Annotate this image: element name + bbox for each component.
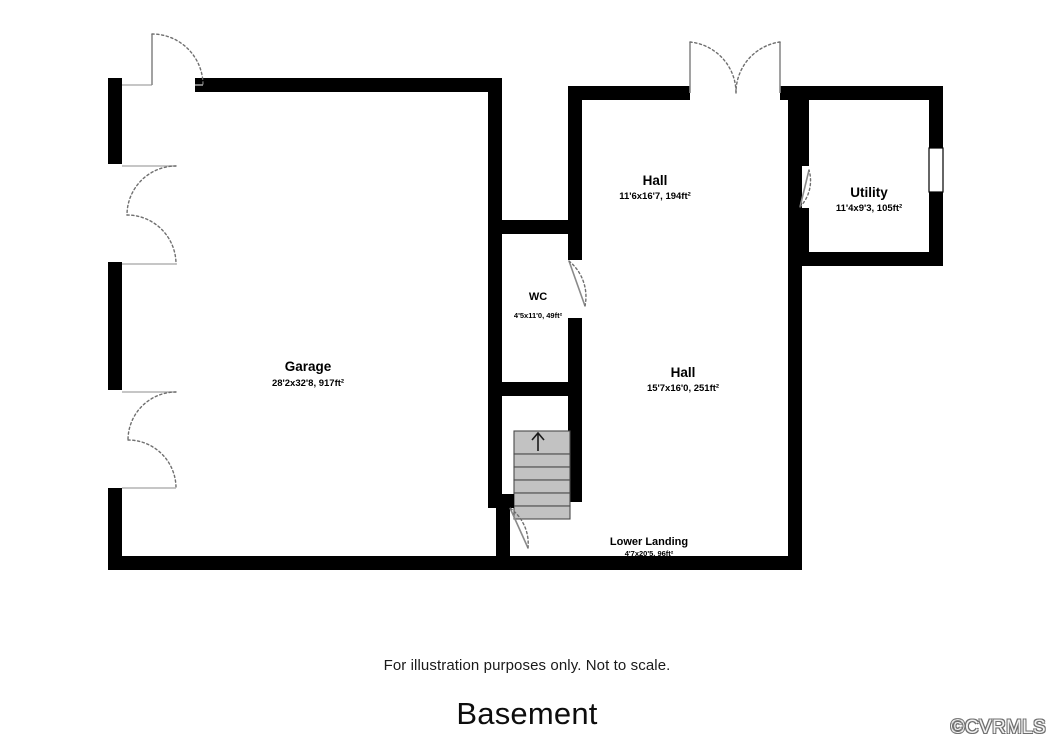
room-garage: Garage 28'2x32'8, 917ft² bbox=[108, 33, 794, 570]
stair-tread-4 bbox=[513, 479, 571, 494]
wall-utility-left-b bbox=[795, 208, 809, 266]
room-dims-hall-lower: 15'7x16'0, 251ft² bbox=[647, 383, 719, 394]
room-label-hall-lower: Hall bbox=[671, 365, 696, 380]
wall-hall-upper-left bbox=[568, 86, 582, 220]
utility-door-arc bbox=[799, 169, 812, 208]
garage-left-door1-arc-b bbox=[126, 214, 177, 265]
room-dims-utility: 11'4x9'3, 105ft² bbox=[836, 203, 902, 214]
wall-utility-top bbox=[795, 86, 943, 100]
wall-hall-lower-left bbox=[568, 396, 582, 502]
room-hall-lower: Hall 15'7x16'0, 251ft² bbox=[568, 258, 802, 570]
room-lower-landing: Lower Landing 4'7x20'5, 96ft² bbox=[488, 494, 688, 558]
wall-hall-lower-right bbox=[788, 258, 802, 570]
stair-up-arrow-head bbox=[531, 431, 545, 441]
wall-bottom bbox=[108, 556, 794, 570]
wc-door-leaf bbox=[568, 260, 586, 307]
utility-window bbox=[928, 147, 944, 193]
wall-landing-left bbox=[496, 494, 510, 556]
wall-hall-upper-top-left bbox=[568, 86, 690, 100]
wc-door-arc bbox=[568, 260, 587, 307]
stair-tread-3 bbox=[513, 466, 571, 481]
stair-tread-6 bbox=[513, 505, 571, 520]
wall-garage-left-a bbox=[108, 78, 122, 164]
wall-wc-bottom bbox=[502, 382, 582, 396]
garage-left-door2-arc-b bbox=[127, 439, 177, 489]
room-wc: WC 4'5x11'0, 49ft² bbox=[502, 220, 587, 396]
landing-door-leaf bbox=[509, 507, 529, 549]
hall-top-door-arc-right bbox=[735, 41, 781, 94]
room-dims-lower-landing: 4'7x20'5, 96ft² bbox=[625, 549, 674, 558]
room-label-garage: Garage bbox=[285, 359, 332, 374]
stair-tread-1 bbox=[513, 430, 571, 455]
garage-left-door2-arc-a bbox=[127, 391, 177, 441]
stair-tread-2 bbox=[513, 453, 571, 468]
room-label-lower-landing: Lower Landing bbox=[610, 536, 688, 548]
cvrmls-watermark: ©CVRMLS bbox=[950, 717, 1046, 738]
utility-door-leaf bbox=[799, 169, 810, 208]
room-dims-wc: 4'5x11'0, 49ft² bbox=[514, 311, 563, 320]
landing-door-arc bbox=[509, 507, 529, 549]
garage-left-door1-arc-a bbox=[126, 165, 177, 216]
page-title: Basement bbox=[456, 696, 598, 731]
hall-top-door-arc-left bbox=[689, 41, 737, 94]
disclaimer-text: For illustration purposes only. Not to s… bbox=[383, 657, 671, 674]
wall-garage-top bbox=[195, 78, 502, 92]
room-label-wc: WC bbox=[529, 291, 547, 303]
room-label-hall-upper: Hall bbox=[643, 173, 668, 188]
wall-garage-right bbox=[488, 78, 502, 502]
room-hall-upper: Hall 11'6x16'7, 194ft² bbox=[568, 41, 802, 262]
garage-top-door-arc bbox=[151, 33, 204, 86]
wall-utility-bottom bbox=[795, 252, 943, 266]
stair-tread-5 bbox=[513, 492, 571, 507]
staircase bbox=[513, 430, 571, 520]
wall-utility-left-a bbox=[795, 86, 809, 166]
wall-wc-right-a bbox=[568, 220, 582, 260]
room-dims-garage: 28'2x32'8, 917ft² bbox=[272, 378, 344, 389]
wall-wc-right-b bbox=[568, 318, 582, 396]
room-utility: Utility 11'4x9'3, 105ft² bbox=[795, 86, 944, 266]
wall-garage-left-b bbox=[108, 262, 122, 390]
wall-wc-top bbox=[502, 220, 582, 234]
room-label-utility: Utility bbox=[850, 185, 888, 200]
room-dims-hall-upper: 11'6x16'7, 194ft² bbox=[619, 191, 691, 202]
wall-garage-left-c bbox=[108, 488, 122, 570]
